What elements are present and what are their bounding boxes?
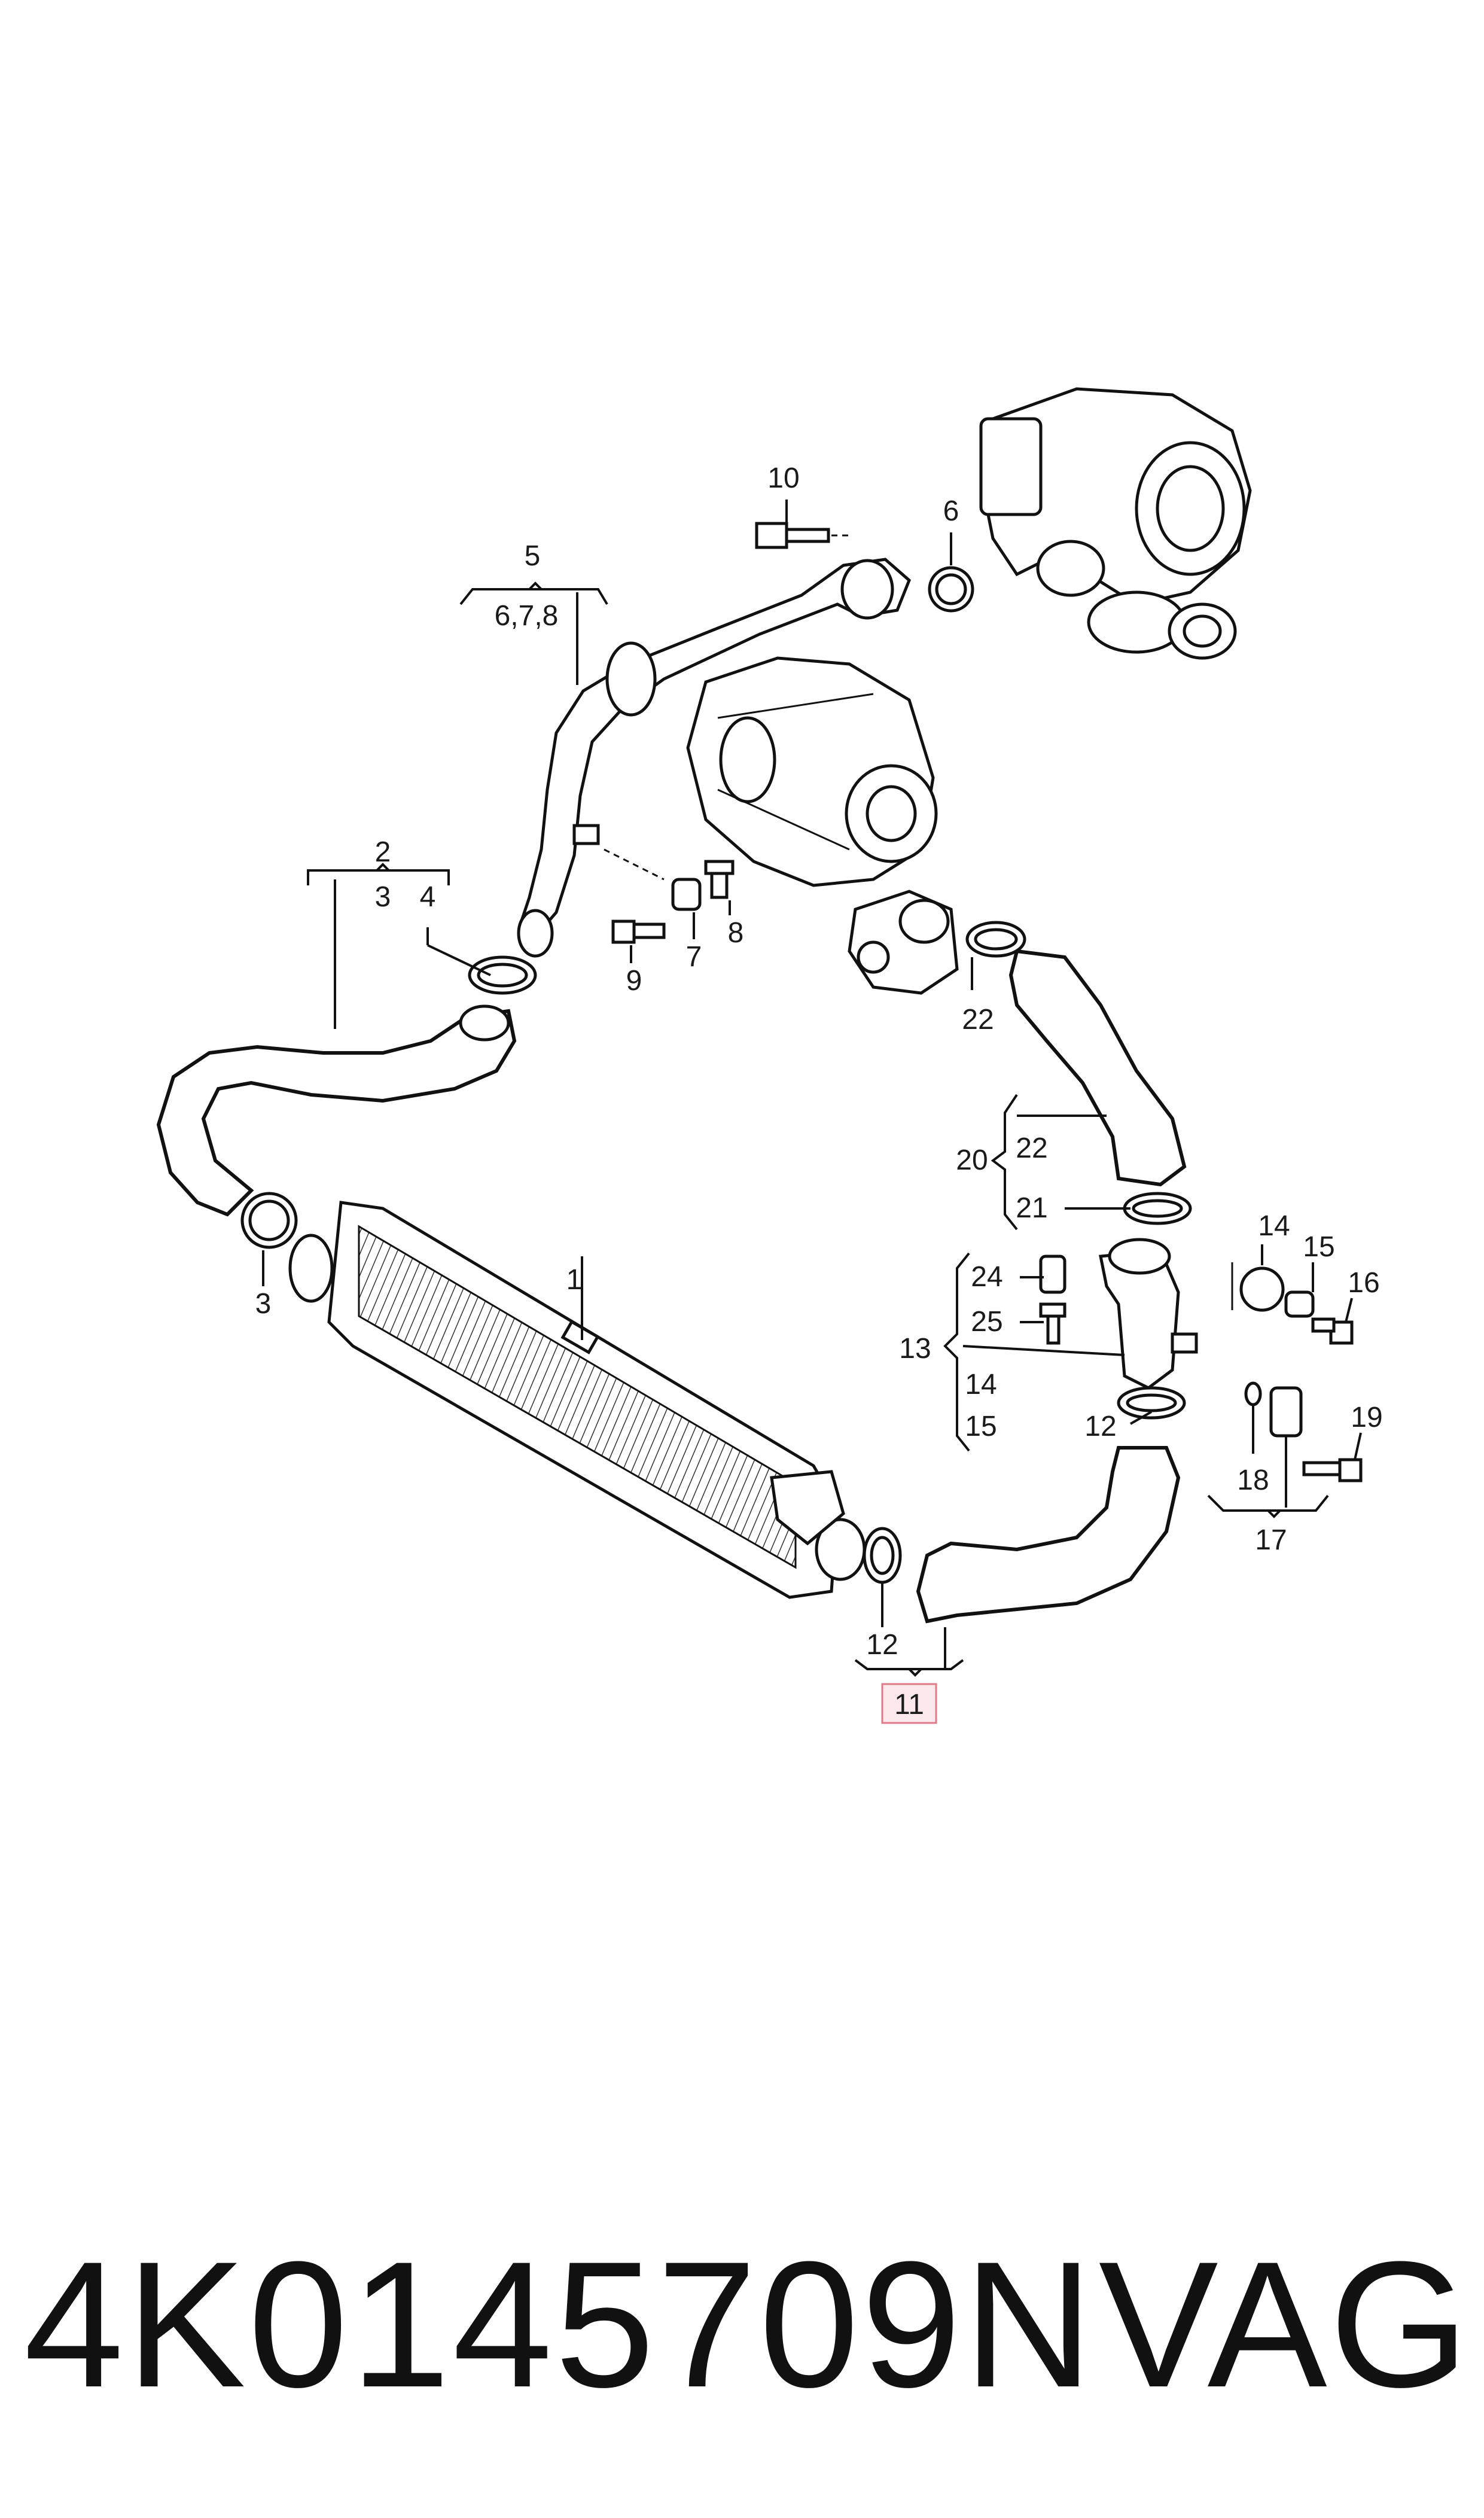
callout-15-right: 15 — [1303, 1231, 1334, 1263]
callout-11: 11 — [894, 1689, 924, 1721]
leader-lines — [262, 500, 1362, 1677]
callout-13: 13 — [899, 1333, 931, 1365]
callout-12-lower: 12 — [866, 1629, 898, 1661]
callout-6: 6 — [943, 495, 959, 527]
callout-25: 25 — [971, 1306, 1002, 1338]
callout-24: 24 — [971, 1261, 1002, 1293]
flange-and-o-ring — [840, 559, 974, 620]
callout-8: 8 — [728, 917, 744, 949]
throttle-body — [848, 890, 959, 995]
clamp-21 — [1123, 1192, 1192, 1225]
mount-parts-14-16 — [1231, 1262, 1354, 1345]
part-number: 4K0145709N — [24, 2224, 1096, 2425]
callout-6-7-8: 6,7,8 — [495, 600, 559, 632]
callout-17: 17 — [1255, 1524, 1287, 1556]
callout-3-lower: 3 — [255, 1288, 272, 1320]
callout-4: 4 — [420, 881, 436, 913]
part-number-footer: 4K0145709N VAG — [24, 2225, 1471, 2423]
brand-label: VAG — [1098, 2224, 1471, 2425]
bushings-24-25 — [1039, 1255, 1066, 1345]
highlight-box-11 — [881, 1683, 937, 1724]
intercooler — [288, 1201, 866, 1599]
connector-pipe — [1099, 1238, 1262, 1406]
callout-19: 19 — [1351, 1402, 1382, 1433]
hose-clamps-left — [240, 955, 537, 1249]
callout-1: 1 — [566, 1264, 583, 1296]
hose-11 — [916, 1446, 1181, 1624]
callout-14-right: 14 — [1258, 1210, 1290, 1242]
callout-21: 21 — [1016, 1192, 1047, 1224]
callout-14-left: 14 — [965, 1369, 997, 1400]
callout-22: 22 — [962, 1004, 994, 1036]
callout-16: 16 — [1348, 1267, 1379, 1299]
callout-labels: 1 2 3 4 3 5 6,7,8 6 7 8 9 10 11 12 12 13… — [255, 462, 1383, 1721]
mount-hardware — [604, 848, 735, 944]
callout-15-left: 15 — [965, 1411, 997, 1442]
turbocharger — [979, 387, 1252, 660]
bolt-10 — [755, 522, 849, 549]
callout-7: 7 — [686, 941, 702, 973]
hose-left — [156, 1004, 517, 1217]
callout-20: 20 — [956, 1144, 988, 1176]
callout-9: 9 — [626, 965, 642, 997]
callout-22-brace: 22 — [1016, 1132, 1047, 1164]
callout-2: 2 — [375, 836, 391, 868]
callout-10: 10 — [767, 462, 799, 494]
alternator — [686, 656, 938, 887]
callout-5: 5 — [525, 540, 541, 572]
callout-18: 18 — [1237, 1464, 1269, 1496]
bracket-17 — [1269, 1386, 1363, 1482]
hose-right-upper — [965, 921, 1187, 1187]
hose-clamps-12 — [863, 1386, 1186, 1584]
callout-12-right: 12 — [1084, 1411, 1116, 1442]
callout-3: 3 — [375, 881, 391, 913]
